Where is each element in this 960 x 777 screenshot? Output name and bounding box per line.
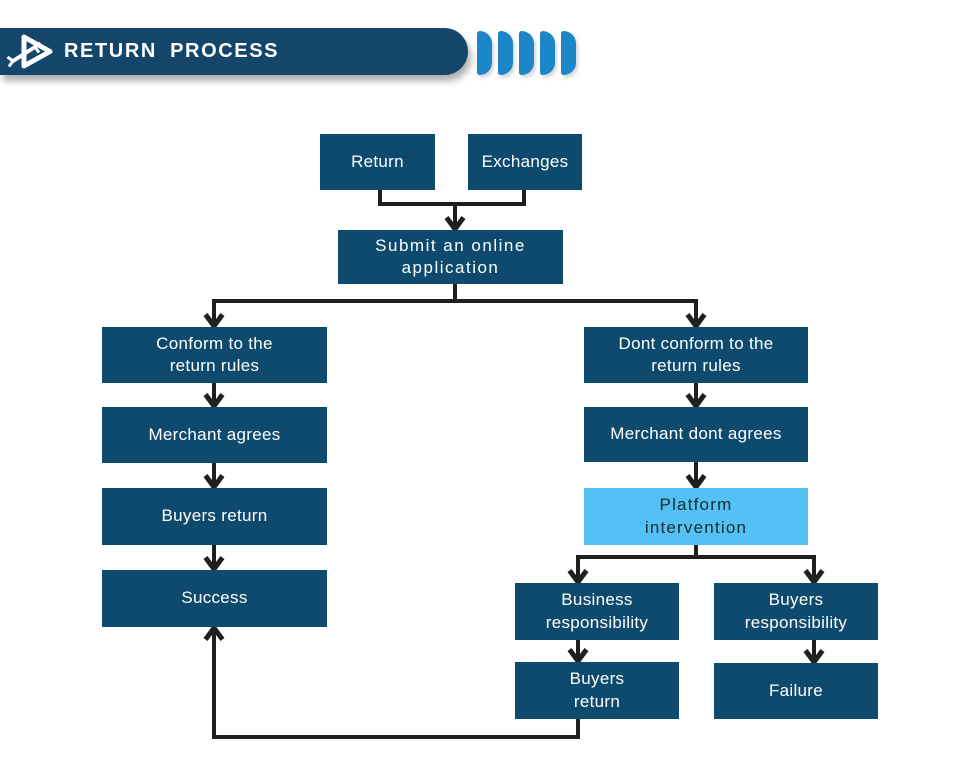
node-buyers-return-2: Buyers return: [515, 662, 679, 719]
page-title: RETURN PROCESS: [64, 40, 280, 62]
node-platform-intervention: Platform intervention: [584, 488, 808, 545]
header-stripe-icon: [498, 31, 513, 75]
node-submit-application: Submit an online application: [338, 230, 563, 284]
node-merchant-dont-agrees: Merchant dont agrees: [584, 407, 808, 462]
node-buyers-return: Buyers return: [102, 488, 327, 545]
header-stripe-icon: [561, 31, 576, 75]
header-stripe-icon: [477, 31, 492, 75]
header-stripe-icon: [540, 31, 555, 75]
node-business-responsibility: Business responsibility: [515, 583, 679, 640]
node-exchanges: Exchanges: [468, 134, 582, 190]
header-stripes: [477, 31, 576, 75]
node-return: Return: [320, 134, 435, 190]
header-bar: RETURN PROCESS: [0, 28, 468, 75]
node-conform-rules: Conform to the return rules: [102, 327, 327, 383]
node-failure: Failure: [714, 663, 878, 719]
header-stripe-icon: [519, 31, 534, 75]
node-dont-conform-rules: Dont conform to the return rules: [584, 327, 808, 383]
wrench-play-icon: [6, 34, 53, 69]
node-merchant-agrees: Merchant agrees: [102, 407, 327, 463]
node-buyers-responsibility: Buyers responsibility: [714, 583, 878, 640]
node-success: Success: [102, 570, 327, 627]
